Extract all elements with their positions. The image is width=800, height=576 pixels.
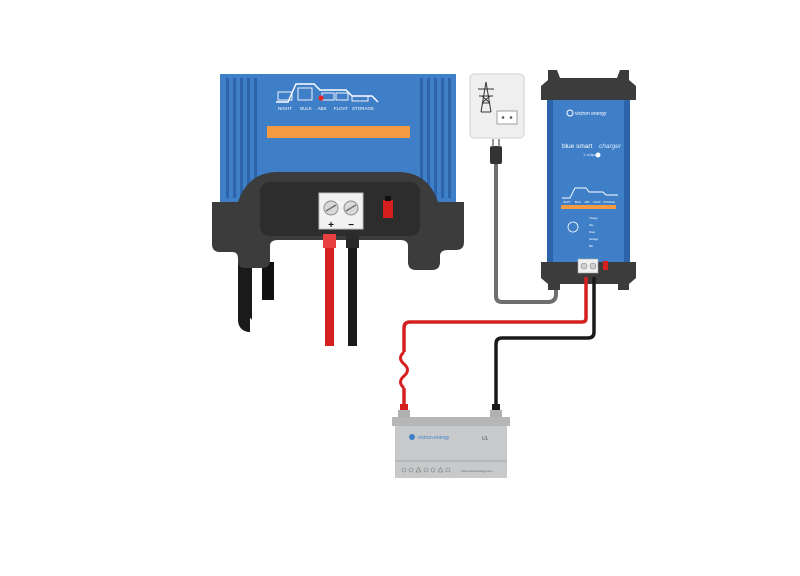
charger-model-line2: charger <box>599 143 622 150</box>
charger-charge-curve-icon <box>562 187 618 199</box>
battery-terminal-positive <box>398 410 410 418</box>
charger: victron energy blue smart charger 1 outp… <box>541 70 636 290</box>
charger-bluetooth-icon <box>595 152 601 158</box>
charger-brand: victron energy <box>575 111 607 117</box>
charger-indicator-4: Storage <box>589 237 599 241</box>
battery-warning-icons <box>401 466 451 473</box>
mains-cable <box>494 164 558 304</box>
charger-indicator-1: Charge <box>589 216 598 220</box>
charger-stage-label-bulk: BULK <box>575 201 582 204</box>
zoomed-remote-connector-icon <box>383 200 393 218</box>
charger-model-line1: blue smart <box>562 143 593 150</box>
zoomed-charger: NIGHT BULK ABS FLOAT STORAGE + − <box>212 74 464 346</box>
zoomed-stage-label-night: NIGHT <box>278 106 292 111</box>
battery-website: www.victronenergy.com <box>461 469 493 473</box>
zoomed-terminal-minus-label: − <box>348 220 354 231</box>
wall-socket <box>469 73 525 164</box>
zoomed-charger-fins-left <box>226 78 257 198</box>
charger-mode-button[interactable] <box>567 221 579 233</box>
wall-socket-outlet <box>496 110 518 125</box>
wall-socket-plate <box>469 73 525 139</box>
zoomed-black-cable <box>348 236 357 346</box>
zoomed-stage-label-bulk: BULK <box>300 106 312 111</box>
zoomed-abs-led <box>318 95 324 101</box>
mains-plug <box>490 146 502 164</box>
charger-top-cap <box>541 70 636 100</box>
charger-logo-icon <box>566 109 574 117</box>
zoomed-charger-fins-right <box>420 78 451 198</box>
battery-cert: UL <box>482 436 489 442</box>
negative-cable <box>494 277 596 410</box>
fuse-icon <box>399 350 409 390</box>
charger-bottom-cap <box>541 262 636 290</box>
charger-stage-label-float: FLOAT <box>593 201 601 204</box>
charger-indicator-5: Bat <box>589 244 593 248</box>
zoomed-terminal-plus-label: + <box>328 220 334 231</box>
charger-body <box>547 100 630 265</box>
battery-logo-icon <box>409 434 415 440</box>
charger-orange-bar <box>561 205 616 209</box>
zoomed-stage-label-storage: STORAGE <box>352 106 374 111</box>
charger-model-sub: 1 output <box>583 152 598 157</box>
battery-brand: victron energy <box>418 435 450 441</box>
charger-stage-label-night: NIGHT <box>563 201 571 204</box>
zoomed-orange-bar <box>267 126 410 138</box>
power-pylon-icon <box>478 81 494 113</box>
charger-stage-label-abs: ABS <box>585 201 590 204</box>
zoomed-stage-label-abs: ABS <box>317 106 326 111</box>
charger-terminal-block <box>577 258 599 274</box>
charger-stage-label-storage: STORAGE <box>603 201 615 204</box>
charger-indicator-2: Abs <box>589 223 594 227</box>
battery-lid <box>392 417 510 426</box>
positive-cable <box>402 277 588 352</box>
charger-indicator-3: Float <box>589 230 595 234</box>
zoomed-black-cable-left <box>238 255 253 332</box>
charger-remote-connector-icon <box>603 261 608 270</box>
battery: victron energy UL www.victronenergy.com <box>392 410 510 478</box>
zoomed-red-cable <box>325 236 334 346</box>
zoomed-stage-label-float: FLOAT <box>334 106 348 111</box>
battery-terminal-negative <box>490 410 502 418</box>
